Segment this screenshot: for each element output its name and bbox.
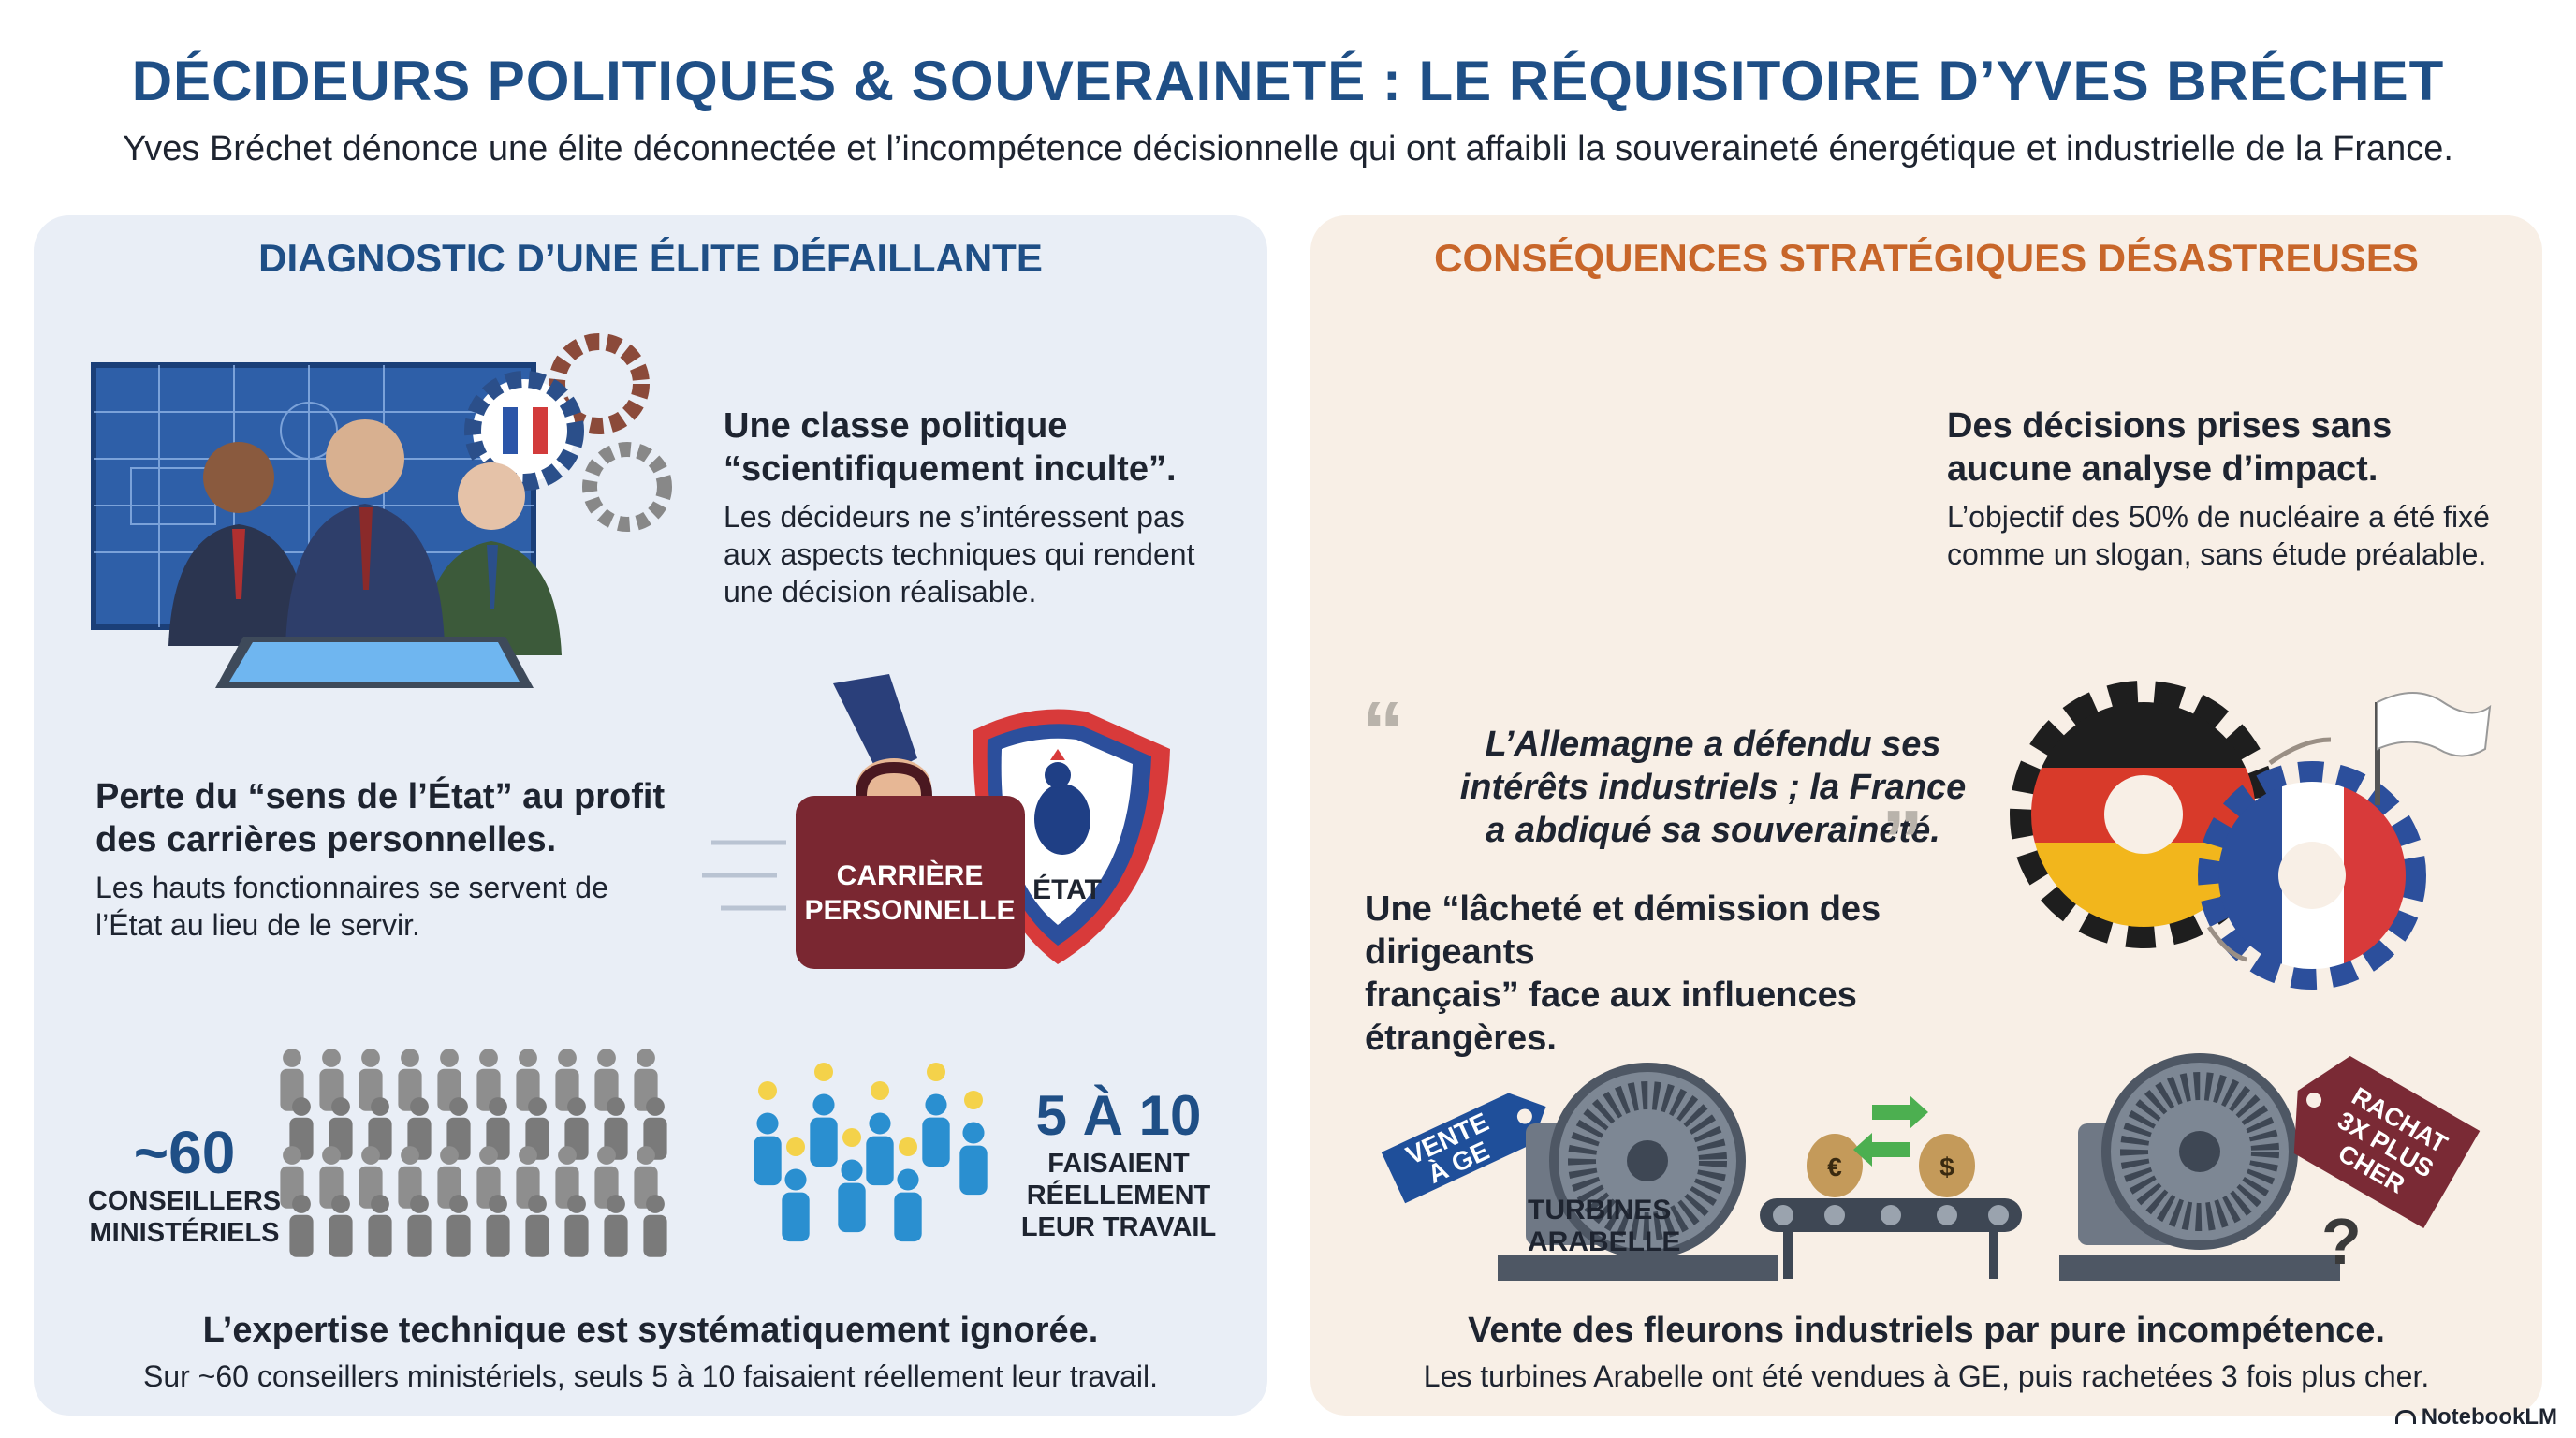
question-mark: ? xyxy=(2321,1205,2362,1278)
impact-block: Des décisions prises sans aucune analyse… xyxy=(1947,404,2537,573)
turbine-label-line1: TURBINES xyxy=(1528,1195,1671,1225)
career-heading-line2: des carrières personnelles. xyxy=(95,820,557,859)
impact-heading-line2: aucune analyse d’impact. xyxy=(1947,449,2378,489)
turbine-right-icon xyxy=(2059,1053,2340,1281)
impact-text-line1: L’objectif des 50% de nucléaire a été fi… xyxy=(1947,500,2490,534)
active-advisors-count: 5 À 10 xyxy=(1035,1084,1202,1147)
arrow-icon xyxy=(2206,737,2332,962)
brand-logo: NotebookLM xyxy=(2394,1404,2557,1431)
career-text-line1: Les hauts fonctionnaires se servent de xyxy=(95,871,608,904)
decision-makers-illustration xyxy=(91,333,672,688)
gear-cluster-icon xyxy=(464,333,672,532)
conveyor-belt-icon xyxy=(1760,1198,2022,1279)
page-title: DÉCIDEURS POLITIQUES & SOUVERAINETÉ : LE… xyxy=(131,50,2445,112)
advisors-label-line1: CONSEILLERS xyxy=(87,1186,282,1216)
career-vs-state-illustration: ÉTAT CARRIÈRE PERSONNELLE xyxy=(702,674,1170,969)
expertise-text: Sur ~60 conseillers ministériels, seuls … xyxy=(142,1359,1159,1393)
elite-heading-line2: “scientifiquement inculte”. xyxy=(724,449,1177,489)
open-quote-icon: “ xyxy=(1362,685,1404,779)
tablet-icon xyxy=(215,637,534,688)
elite-text-line1: Les décideurs ne s’intéressent pas xyxy=(724,500,1185,534)
quote-line2: intérêts industriels ; la France xyxy=(1459,768,1967,807)
impact-text-line2: comme un slogan, sans étude préalable. xyxy=(1947,537,2487,571)
turbine-left-icon xyxy=(1498,1063,1778,1281)
rooster-icon xyxy=(1034,749,1090,855)
person-left-icon xyxy=(168,442,309,646)
bag-label-line2: PERSONNELLE xyxy=(804,895,1015,926)
svg-text:€: € xyxy=(1827,1152,1842,1181)
elite-text-line2: aux aspects techniques qui rendent xyxy=(724,537,1195,571)
hand-icon xyxy=(833,674,931,814)
buyback-tag-icon: RACHAT 3X PLUS CHER xyxy=(2293,1056,2481,1228)
advisors-label-line2: MINISTÉRIELS xyxy=(89,1218,280,1248)
career-text-line2: l’État au lieu de le servir. xyxy=(95,908,420,942)
exchange-arrows-icon xyxy=(1853,1095,1928,1167)
brand-name: NotebookLM xyxy=(2421,1404,2557,1430)
elite-block: Une classe politique “scientifiquement i… xyxy=(724,404,1248,610)
elite-text-line3: une décision réalisable. xyxy=(724,575,1037,609)
white-flag-icon xyxy=(2375,692,2492,805)
cowardice-heading-line2: français” face aux influences étrangères… xyxy=(1365,976,1857,1058)
quote-line3: a abdiqué sa souveraineté. xyxy=(1486,811,1940,850)
active-label-line1: FAISAIENT xyxy=(1047,1149,1190,1179)
close-quote-icon: ” xyxy=(1881,794,1924,888)
impact-heading-line1: Des décisions prises sans xyxy=(1947,406,2393,446)
arabelle-turbines-illustration: VENTE À GE TURBINES ARABELLE € $ ? RACHA… xyxy=(1381,1053,2481,1281)
person-center-icon xyxy=(285,419,445,646)
active-label-line2: RÉELLEMENT xyxy=(1026,1181,1211,1211)
active-advisors-block: 5 À 10 FAISAIENT RÉELLEMENT LEUR TRAVAIL xyxy=(1002,1084,1236,1243)
person-right-icon xyxy=(421,462,562,655)
sale-text: Les turbines Arabelle ont été vendues à … xyxy=(1423,1359,2430,1393)
career-block: Perte du “sens de l’État” au profit des … xyxy=(95,775,713,944)
shield-label: ÉTAT xyxy=(1032,873,1102,905)
elite-heading-line1: Une classe politique xyxy=(724,406,1068,446)
svg-text:$: $ xyxy=(1939,1152,1954,1181)
turbine-label-line2: ARABELLE xyxy=(1528,1226,1680,1257)
gray-crowd-icon xyxy=(280,1049,667,1257)
bag-label-line1: CARRIÈRE xyxy=(837,859,984,891)
quote-line1: L’Allemagne a défendu ses xyxy=(1485,725,1941,764)
cowardice-heading-line1: Une “lâcheté et démission des dirigeants xyxy=(1365,889,1881,972)
speed-lines-icon xyxy=(702,840,786,911)
expertise-heading: L’expertise technique est systématiqueme… xyxy=(202,1311,1099,1350)
brand-mark-icon xyxy=(2394,1410,2416,1424)
sale-heading: Vente des fleurons industriels par pure … xyxy=(1468,1311,2385,1350)
active-label-line3: LEUR TRAVAIL xyxy=(1020,1212,1217,1242)
france-gear-icon xyxy=(2198,761,2426,990)
page-subtitle: Yves Bréchet dénonce une élite déconnect… xyxy=(123,129,2453,169)
right-panel-title: CONSÉQUENCES STRATÉGIQUES DÉSASTREUSES xyxy=(1434,236,2419,280)
career-heading-line1: Perte du “sens de l’État” au profit xyxy=(95,777,666,816)
briefcase-icon: CARRIÈRE PERSONNELLE xyxy=(796,761,1025,969)
quote-block: L’Allemagne a défendu ses intérêts indus… xyxy=(1413,723,2012,852)
germany-france-gears-illustration xyxy=(2010,681,2492,990)
advisors-count-block: ~60 CONSEILLERS MINISTÉRIELS xyxy=(86,1120,283,1249)
money-bags-icon: € $ xyxy=(1807,1134,1975,1197)
cowardice-block: Une “lâcheté et démission des dirigeants… xyxy=(1365,888,2057,1060)
blue-team-lightbulb-icon xyxy=(754,1063,988,1242)
advisors-count: ~60 xyxy=(133,1119,236,1186)
left-panel-title: DIAGNOSTIC D’UNE ÉLITE DÉFAILLANTE xyxy=(258,236,1043,280)
